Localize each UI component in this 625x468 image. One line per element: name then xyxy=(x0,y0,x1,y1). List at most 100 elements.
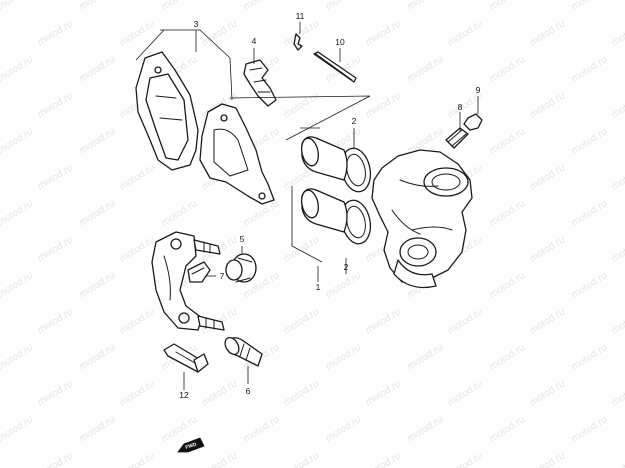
watermark-text: motod.ru xyxy=(364,90,403,120)
watermark-text: motod.ru xyxy=(160,414,199,444)
watermark-text: motod.ru xyxy=(36,162,75,192)
watermark-text: motod.ru xyxy=(118,450,157,468)
watermark-text: motod.ru xyxy=(36,306,75,336)
watermark-text: motod.ru xyxy=(0,414,35,444)
watermark-text: motod.ru xyxy=(364,18,403,48)
watermark-text: motod.ru xyxy=(36,378,75,408)
watermark-text: motod.ru xyxy=(610,162,625,192)
watermark-text: motod.ru xyxy=(446,306,485,336)
part-11-clip[interactable] xyxy=(293,33,303,51)
watermark-text: motod.ru xyxy=(282,18,321,48)
watermark-text: motod.ru xyxy=(282,90,321,120)
part-7-retainer[interactable] xyxy=(187,261,211,283)
watermark-text: motod.ru xyxy=(610,234,625,264)
callout-5: 5 xyxy=(240,234,245,244)
watermark-text: motod.ru xyxy=(528,306,567,336)
watermark-text: motod.ru xyxy=(570,270,609,300)
watermark-text: motod.ru xyxy=(570,414,609,444)
slide-pin-upper[interactable] xyxy=(193,239,221,255)
watermark-text: motod.ru xyxy=(324,414,363,444)
watermark-text: motod.ru xyxy=(0,342,35,372)
watermark-text: motod.ru xyxy=(610,378,625,408)
callout-3: 3 xyxy=(194,19,199,29)
watermark-text: motod.ru xyxy=(488,126,527,156)
forward-direction-marker: FWD xyxy=(177,437,205,453)
part-10-pad-pin[interactable] xyxy=(313,51,357,83)
watermark-text: motod.ru xyxy=(36,90,75,120)
watermark-text: motod.ru xyxy=(78,270,117,300)
callout-11: 11 xyxy=(296,11,305,21)
callout-10: 10 xyxy=(335,37,345,47)
watermark-text: motod.ru xyxy=(36,450,75,468)
watermark-text: motod.ru xyxy=(0,126,35,156)
watermark-text: motod.ru xyxy=(200,18,239,48)
watermark-text: motod.ru xyxy=(160,198,199,228)
part-2-piston-seals[interactable] xyxy=(338,146,375,247)
part-12-mounting-bolt[interactable] xyxy=(163,343,209,373)
watermark-text: motod.ru xyxy=(488,342,527,372)
caliper-support-bracket[interactable] xyxy=(151,231,203,331)
watermark-text: motod.ru xyxy=(118,162,157,192)
watermark-text: motod.ru xyxy=(364,450,403,468)
callout-4: 4 xyxy=(252,36,257,46)
part-8-bleeder-valve[interactable] xyxy=(445,127,469,149)
part-3-brake-pads[interactable] xyxy=(135,29,275,205)
watermark-text: motod.ru xyxy=(528,234,567,264)
callout-numbers: 3 4 11 10 2 1 2 5 7 6 12 8 9 xyxy=(179,11,480,400)
part-9-bleeder-cap[interactable] xyxy=(463,113,483,131)
watermark-text: motod.ru xyxy=(528,18,567,48)
watermark-text: motod.ru xyxy=(0,54,35,84)
watermark-text: motod.ru xyxy=(528,90,567,120)
watermark-text: motod.ru xyxy=(0,198,35,228)
watermark-text: motod.ru xyxy=(78,126,117,156)
part-1-pistons[interactable] xyxy=(291,127,348,263)
watermark-text: motod.ru xyxy=(282,306,321,336)
watermark-text: motod.ru xyxy=(610,90,625,120)
watermark-text: motod.ru xyxy=(488,54,527,84)
callout-2-upper: 2 xyxy=(352,116,357,126)
watermark-text: motod.ru xyxy=(446,450,485,468)
watermark-text: motod.ru xyxy=(406,0,445,13)
part-5-boot[interactable] xyxy=(225,253,257,283)
watermark-text: motod.ru xyxy=(118,378,157,408)
watermark-text: motod.ru xyxy=(446,18,485,48)
watermark-text: motod.ru xyxy=(78,198,117,228)
fwd-label: FWD xyxy=(185,442,198,451)
watermark-text: motod.ru xyxy=(324,0,363,13)
watermark-text: motod.ru xyxy=(488,414,527,444)
watermark-text: motod.ru xyxy=(488,0,527,13)
watermark-text: motod.ru xyxy=(406,414,445,444)
callout-9: 9 xyxy=(476,85,481,95)
watermark-text: motod.ru xyxy=(528,162,567,192)
watermark-text: motod.ru xyxy=(364,306,403,336)
watermark-text: motod.ru xyxy=(78,342,117,372)
watermark-text: motod.ru xyxy=(488,198,527,228)
callout-1: 1 xyxy=(316,282,321,292)
watermark-text: motod.ru xyxy=(282,234,321,264)
watermark-text: motod.ru xyxy=(610,450,625,468)
watermark-text: motod.ru xyxy=(570,54,609,84)
watermark-text: motod.ru xyxy=(78,0,117,13)
watermark-text: motod.ru xyxy=(282,378,321,408)
watermark-text: motod.ru xyxy=(570,342,609,372)
watermark-text: motod.ru xyxy=(528,450,567,468)
callout-7: 7 xyxy=(220,271,225,281)
watermark-text: motod.ru xyxy=(610,18,625,48)
watermark-text: motod.ru xyxy=(488,270,527,300)
callout-8: 8 xyxy=(458,102,463,112)
watermark-text: motod.ru xyxy=(78,54,117,84)
watermark-text: motod.ru xyxy=(118,234,157,264)
caliper-body[interactable] xyxy=(371,149,473,289)
watermark-text: motod.ru xyxy=(118,306,157,336)
watermark-text: motod.ru xyxy=(570,198,609,228)
part-4-pad-spring[interactable] xyxy=(243,59,277,107)
watermark-text: motod.ru xyxy=(36,18,75,48)
part-6-slide-pin[interactable] xyxy=(222,335,263,367)
callout-2-lower: 2 xyxy=(344,262,349,272)
watermark-text: motod.ru xyxy=(446,378,485,408)
slide-pin-lower[interactable] xyxy=(197,315,225,331)
watermark-text: motod.ru xyxy=(528,378,567,408)
watermark-text: motod.ru xyxy=(570,0,609,13)
watermark-text: motod.ru xyxy=(242,0,281,13)
